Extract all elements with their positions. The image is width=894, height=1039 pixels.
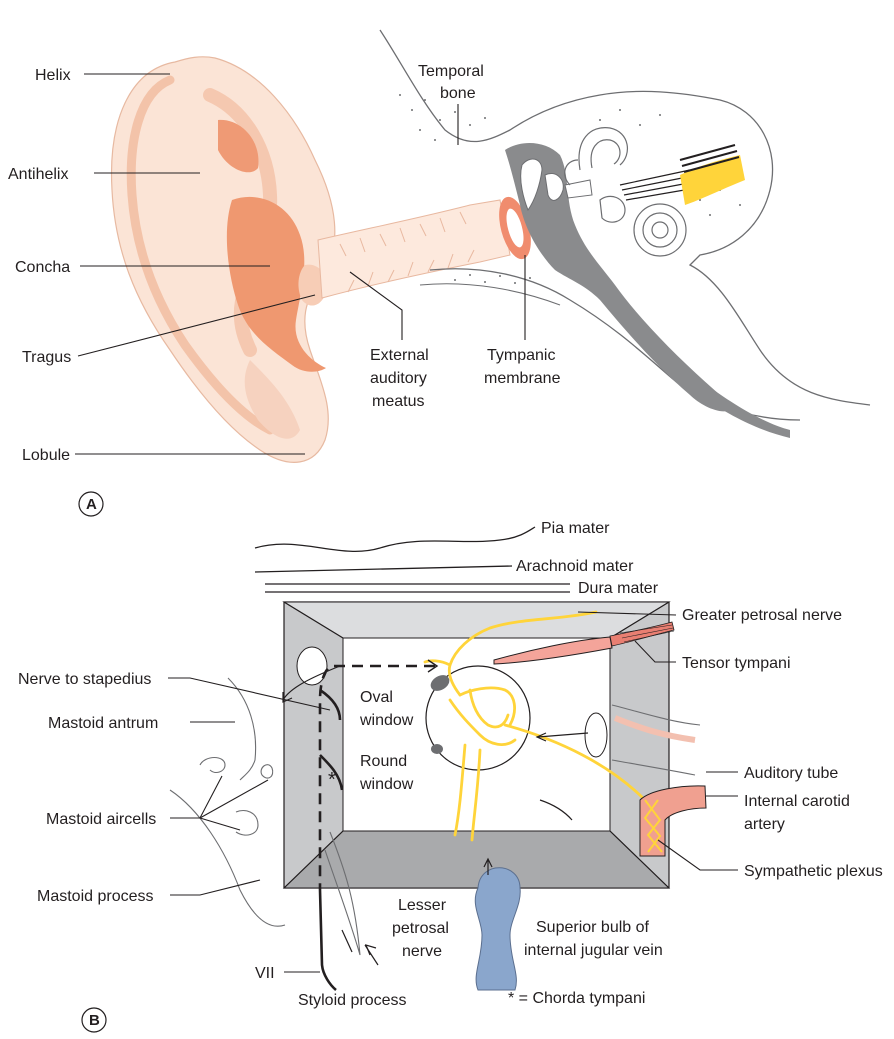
cochlea-outer: [634, 204, 686, 256]
arrow-styloid-1: [342, 930, 352, 952]
arachnoid-line: [255, 566, 512, 572]
leader-aircells: [170, 776, 222, 818]
label-temporal-bone-2: bone: [440, 85, 476, 102]
aircell-3: [236, 811, 258, 836]
label-sb-2: internal jugular vein: [524, 942, 663, 959]
label-asterisk: *: [328, 769, 336, 791]
label-ica-1: Internal carotid: [744, 793, 850, 810]
panel-b-letter: B: [89, 1012, 100, 1029]
label-oval-2: window: [359, 712, 414, 729]
round-window-shape: [431, 744, 443, 754]
label-dura: Dura mater: [578, 580, 659, 597]
nerve-bundle: [680, 145, 745, 205]
label-tm-1: Tympanic: [487, 347, 555, 364]
mastoid-antrum-outline: [228, 678, 256, 780]
label-antihelix: Antihelix: [8, 166, 68, 183]
label-styloid: Styloid process: [298, 992, 407, 1009]
internal-carotid: [640, 786, 706, 856]
nerve-yellow: [680, 155, 745, 205]
jugular-bulb: [475, 868, 520, 990]
label-lpn-3: nerve: [402, 943, 442, 960]
mastoid-process-outline: [170, 790, 285, 926]
label-mastoid-antrum: Mastoid antrum: [48, 715, 158, 732]
pia-line: [255, 527, 535, 551]
label-helix: Helix: [35, 67, 71, 84]
label-temporal-bone-1: Temporal: [418, 63, 484, 80]
facial-nerve-solid: [320, 890, 336, 990]
label-round-2: window: [359, 776, 414, 793]
leader-symp: [658, 840, 738, 870]
label-eam-2: auditory: [370, 370, 427, 387]
vestibule: [600, 196, 625, 222]
label-tm-2: membrane: [484, 370, 561, 387]
ica-shape: [640, 786, 706, 856]
leader-mastoid-process: [170, 880, 260, 895]
label-ica-2: artery: [744, 816, 785, 833]
label-eam-3: meatus: [372, 393, 424, 410]
label-arachnoid: Arachnoid mater: [516, 558, 634, 575]
aircell-1: [200, 758, 225, 773]
semicircular-canal-1: [579, 128, 627, 170]
panel-a: Helix Antihelix Concha Tragus Lobule Tem…: [8, 30, 870, 516]
label-lpn-2: petrosal: [392, 920, 449, 937]
leader-aircells-3: [200, 818, 240, 830]
label-tensor: Tensor tympani: [682, 655, 791, 672]
panel-b: Pia mater Arachnoid mater Dura mater Gre…: [18, 520, 883, 1032]
label-mastoid-process: Mastoid process: [37, 888, 154, 905]
label-chorda-key: * = Chorda tympani: [508, 990, 645, 1007]
label-round-1: Round: [360, 753, 407, 770]
box-bottom-face: [284, 831, 669, 888]
label-lpn-1: Lesser: [398, 897, 447, 914]
temporal-bone-floor: [420, 284, 560, 305]
cochlea-mid: [643, 213, 677, 247]
panel-a-letter: A: [86, 496, 97, 513]
label-vii: VII: [255, 965, 275, 982]
aditus-opening: [297, 647, 327, 685]
label-sb-1: Superior bulb of: [536, 919, 650, 936]
stapes: [565, 180, 592, 198]
label-auditory-tube: Auditory tube: [744, 765, 838, 782]
auricle: [112, 57, 335, 463]
tube-opening: [585, 713, 607, 757]
aircell-2: [261, 765, 273, 778]
label-eam-1: External: [370, 347, 429, 364]
label-tragus: Tragus: [22, 349, 71, 366]
label-concha: Concha: [15, 259, 70, 276]
label-pia: Pia mater: [541, 520, 610, 537]
label-n-stapedius: Nerve to stapedius: [18, 671, 151, 688]
label-lobule: Lobule: [22, 447, 70, 464]
ear-canal: [318, 200, 510, 298]
label-oval-1: Oval: [360, 689, 393, 706]
box-top-face: [284, 602, 669, 638]
meatus-canal: [318, 200, 510, 298]
cochlea-inner: [652, 222, 668, 238]
semicircular-canal-2: [591, 140, 620, 168]
label-gpn: Greater petrosal nerve: [682, 607, 842, 624]
label-symp: Sympathetic plexus: [744, 863, 883, 880]
label-aircells: Mastoid aircells: [46, 811, 156, 828]
semicircular-canal-3: [565, 160, 578, 185]
